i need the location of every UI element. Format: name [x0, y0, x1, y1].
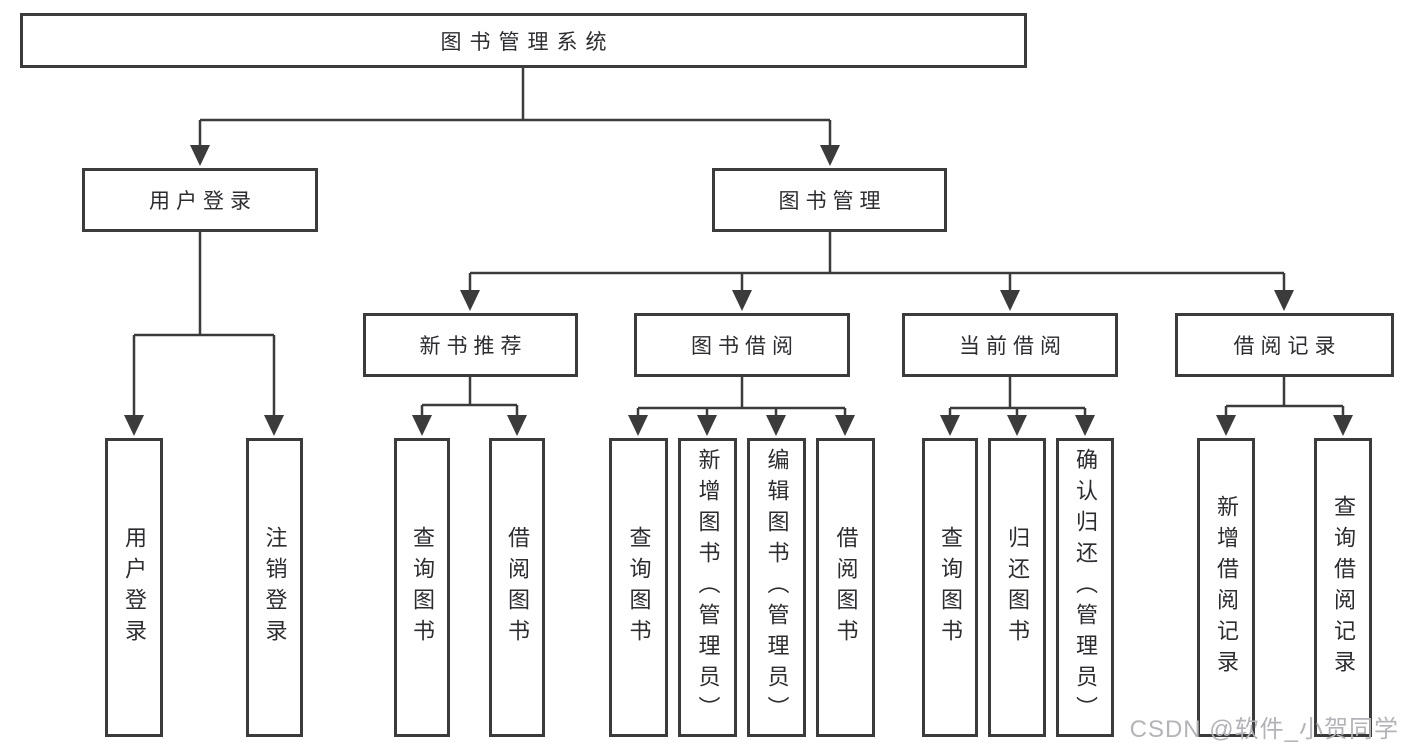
leaf-query-borrow-record-label: 查询借阅记录	[1331, 494, 1356, 681]
leaf-add-borrow-record: 新增借阅记录	[1197, 438, 1255, 737]
leaf-borrow-books-borrow-label: 借阅图书	[833, 525, 859, 650]
leaf-logout-label: 注销登录	[262, 525, 288, 650]
leaf-borrow-books-borrow: 借阅图书	[816, 438, 875, 737]
leaf-query-books-current-label: 查询图书	[938, 525, 963, 650]
connector-borrow-records-to-leaves	[1224, 376, 1345, 416]
node-book-management-label: 图书管理	[778, 190, 887, 213]
node-root: 图书管理系统	[20, 13, 1027, 68]
connector-arrowheads	[124, 145, 1353, 436]
node-borrow-records-label: 借阅记录	[1233, 335, 1342, 358]
node-current-borrow-label: 当前借阅	[959, 335, 1067, 358]
leaf-query-books-current: 查询图书	[922, 438, 978, 737]
connector-book-borrow-to-leaves	[636, 376, 847, 416]
node-borrow-records: 借阅记录	[1175, 313, 1394, 377]
leaf-borrow-books-recommend: 借阅图书	[489, 438, 545, 737]
node-new-book-recommend: 新书推荐	[363, 313, 578, 377]
node-book-borrow: 图书借阅	[634, 313, 850, 377]
connector-current-borrow-to-leaves	[948, 376, 1087, 416]
leaf-confirm-return-admin: 确认归还（管理员）	[1056, 438, 1114, 737]
leaf-return-book: 归还图书	[988, 438, 1046, 737]
leaf-borrow-books-recommend-label: 借阅图书	[505, 525, 530, 650]
leaf-add-book-admin: 新增图书（管理员）	[678, 438, 737, 737]
connector-new-book-to-leaves	[420, 376, 519, 416]
leaf-query-books-recommend-label: 查询图书	[410, 525, 435, 650]
node-new-book-recommend-label: 新书推荐	[419, 335, 528, 358]
leaf-user-login: 用户登录	[105, 438, 163, 737]
leaf-add-borrow-record-label: 新增借阅记录	[1214, 494, 1239, 681]
leaf-user-login-label: 用户登录	[122, 525, 147, 650]
node-book-management: 图书管理	[712, 168, 947, 232]
leaf-confirm-return-admin-label: 确认归还（管理员）	[1073, 448, 1098, 727]
node-root-label: 图书管理系统	[440, 30, 615, 54]
leaf-edit-book-admin-label: 编辑图书（管理员）	[764, 448, 790, 727]
node-user-login-label: 用户登录	[149, 190, 257, 213]
leaf-logout: 注销登录	[246, 438, 303, 737]
leaf-query-books-borrow-label: 查询图书	[626, 525, 652, 650]
connector-root-to-level2	[198, 66, 832, 146]
leaf-edit-book-admin: 编辑图书（管理员）	[747, 438, 806, 737]
leaf-query-books-borrow: 查询图书	[609, 438, 668, 737]
node-user-login: 用户登录	[82, 168, 318, 232]
leaf-add-book-admin-label: 新增图书（管理员）	[695, 448, 721, 727]
node-current-borrow: 当前借阅	[902, 313, 1118, 377]
connector-book-management-to-level3	[468, 231, 1286, 291]
leaf-query-books-recommend: 查询图书	[394, 438, 450, 737]
csdn-watermark: CSDN @软件_小贺同学	[1129, 716, 1399, 743]
leaf-return-book-label: 归还图书	[1005, 525, 1030, 650]
leaf-query-borrow-record: 查询借阅记录	[1314, 438, 1372, 737]
node-book-borrow-label: 图书借阅	[691, 335, 799, 358]
connector-user-login-to-leaves	[132, 231, 276, 416]
